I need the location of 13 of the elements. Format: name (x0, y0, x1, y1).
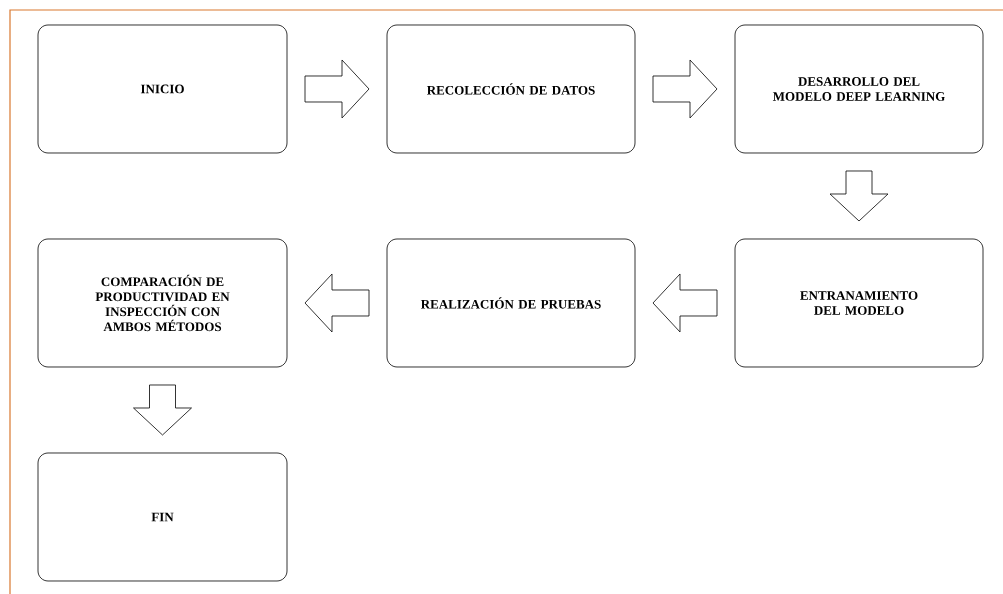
block-arrow (133, 384, 192, 436)
block-arrow (652, 59, 718, 119)
process-box: INICIO (37, 24, 288, 154)
process-box: COMPARACIÓN DE PRODUCTIVIDAD EN INSPECCIÓN CON AMBOS MÉTODOS (37, 238, 288, 368)
block-arrow (304, 59, 370, 119)
process-box: RECOLECCIÓN DE DATOS (386, 24, 636, 154)
process-box: REALIZACIÓN DE PRUEBAS (386, 238, 636, 368)
process-box: FIN (37, 452, 288, 582)
block-arrow (829, 170, 889, 222)
process-box: DESARROLLO DEL MODELO DEEP LEARNING (734, 24, 984, 154)
process-box: ENTRANAMIENTO DEL MODELO (734, 238, 984, 368)
block-arrow (652, 273, 718, 333)
block-arrow (304, 273, 370, 333)
